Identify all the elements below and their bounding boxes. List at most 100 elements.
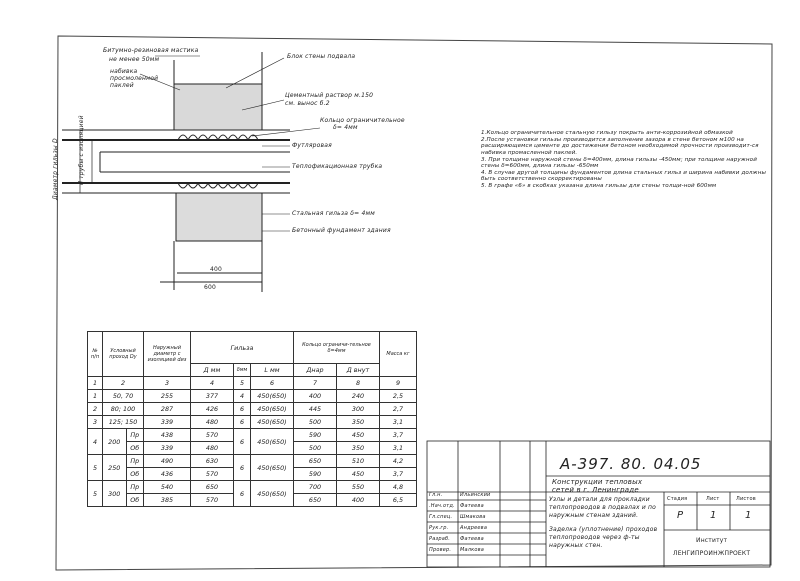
cell: 570 — [190, 428, 234, 442]
cell: 339 — [143, 441, 191, 455]
cell: 450(650) — [250, 428, 294, 455]
note-item: 2.После установки гильзы производится за… — [481, 136, 759, 156]
cell: 4,8 — [379, 480, 417, 494]
header-d: Д мм — [190, 363, 234, 377]
label-building-foundation: Бетонный фундамент здания — [292, 227, 391, 234]
cell: 570 — [190, 493, 234, 507]
cell: 255 — [143, 389, 191, 403]
stage-value: Р — [677, 510, 684, 521]
header-dvn: Д внут — [336, 363, 380, 377]
table-row: 2 80; 100 287 426 6 450(650) 445 300 2,7 — [87, 402, 417, 416]
cell: 650 — [293, 454, 337, 468]
label-cement-mortar-2: см. вынос б.2 — [285, 100, 330, 107]
cell: 2,7 — [379, 402, 417, 416]
cell: 287 — [143, 402, 191, 416]
label-pipe-diameter: d трубы с изоляцией — [78, 115, 85, 185]
cell: 2 — [87, 402, 103, 416]
cell: 500 — [293, 441, 337, 455]
cell: 436 — [143, 467, 191, 481]
cell: 3,1 — [379, 441, 417, 455]
cell: Об — [125, 493, 145, 507]
cell: 650 — [190, 480, 234, 494]
cell: 3,7 — [379, 467, 417, 481]
colnum: 4 — [190, 376, 234, 390]
stamp-desc-2: Заделка (уплотнение) проходов теплопрово… — [549, 526, 658, 549]
cell: 6 — [233, 454, 251, 481]
note-item: 4. В случае другой толщины фундаментов д… — [481, 169, 766, 183]
sheet-value: 1 — [710, 510, 717, 521]
cell: 6 — [233, 402, 251, 416]
table-row: Об 339 480 500 350 3,1 — [88, 441, 417, 455]
cell: 300 — [102, 480, 127, 507]
cell: 200 — [102, 428, 127, 455]
cell: 4,2 — [379, 454, 417, 468]
stamp-role: Провер. — [429, 547, 452, 553]
cell: 385 — [143, 493, 191, 507]
cell: 80; 100 — [102, 402, 144, 416]
cell: 540 — [143, 480, 191, 494]
table-row: 1 50, 70 255 377 4 450(650) 400 240 2,5 — [87, 389, 417, 403]
colnum: 5 — [233, 376, 251, 390]
document-code: А-397. 80. 04.05 — [560, 455, 702, 473]
cell: 125; 150 — [102, 415, 144, 429]
note-item: 5. В графе «6» в скобках указана длина г… — [481, 183, 717, 190]
cell: 5 — [87, 454, 103, 481]
stamp-role: Гл.спец. — [429, 514, 453, 520]
cell: 450 — [336, 467, 380, 481]
cell: 377 — [190, 389, 234, 403]
table-header-row: № п/п Условный проход Dу Наружный диамет… — [87, 331, 417, 377]
stage-label: Стадия — [667, 496, 688, 502]
cell: 6,5 — [379, 493, 417, 507]
header-mass: Масса кг — [379, 331, 417, 377]
cell: 50, 70 — [102, 389, 144, 403]
label-bitumen-mastic: Битумно-резиновая мастика — [103, 47, 199, 54]
cell: 1 — [87, 389, 103, 403]
header-num: № п/п — [87, 331, 103, 377]
cell: 490 — [143, 454, 191, 468]
cell: 450(650) — [250, 480, 294, 507]
label-tube: Футляровая — [292, 142, 332, 149]
cell: 4 — [87, 428, 103, 455]
note-item: 1.Кольцо ограничительное стальную гильзу… — [481, 130, 733, 136]
cell: 3,1 — [379, 415, 417, 429]
spec-table: № п/п Условный проход Dу Наружный диамет… — [87, 331, 417, 507]
cell: 3,7 — [379, 428, 417, 442]
cell: 700 — [293, 480, 337, 494]
table-row: Об 385 570 650 400 6,5 — [88, 493, 417, 507]
sheets-label: Листов — [736, 496, 756, 502]
sheet-frame — [55, 35, 773, 571]
cell: 350 — [336, 415, 380, 429]
dim-600: 600 — [204, 284, 217, 291]
stamp-signer: Шмакова — [460, 514, 486, 520]
label-cement-mortar: Цементный раствор м.150 — [285, 92, 374, 99]
wall-section — [62, 52, 321, 292]
cell: 500 — [293, 415, 337, 429]
cell: 450(650) — [250, 454, 294, 481]
cell: 2,5 — [379, 389, 417, 403]
cell: 450(650) — [250, 389, 294, 403]
colnum: 2 — [102, 376, 144, 390]
table-row: 3 125; 150 339 480 6 450(650) 500 350 3,… — [87, 415, 417, 429]
table-row: 5 300 Пр 540 650 6 450(650) 700 550 4,8 — [87, 480, 417, 507]
stamp-signer: Фатеева — [460, 503, 484, 509]
cell: 300 — [336, 402, 380, 416]
sheet-label: Лист — [706, 496, 720, 502]
colnum: 3 — [143, 376, 191, 390]
label-steel-sleeve: Стальная гильза δ= 4мм — [292, 210, 375, 217]
colnum: 1 — [87, 376, 103, 390]
header-l: L мм — [250, 363, 294, 377]
label-heat-pipeline: Теплофикационная трубка — [292, 163, 383, 170]
colnum: 9 — [379, 376, 417, 390]
cell: Об — [125, 441, 145, 455]
stamp-signer: Ильинский — [460, 492, 491, 498]
cell: 350 — [336, 441, 380, 455]
cell: Пр — [125, 454, 145, 468]
cell: 400 — [293, 389, 337, 403]
stamp-role: .Нач.отд. — [429, 503, 455, 509]
label-tar-tow: набивка просмоленной паклей — [110, 68, 159, 89]
cell: 400 — [336, 493, 380, 507]
sheets-value: 1 — [745, 510, 752, 521]
header-nominal: Условный проход Dу — [102, 331, 144, 377]
stamp-title: Конструкции тепловых сетей в г. Ленингра… — [552, 478, 643, 494]
colnum: 8 — [336, 376, 380, 390]
